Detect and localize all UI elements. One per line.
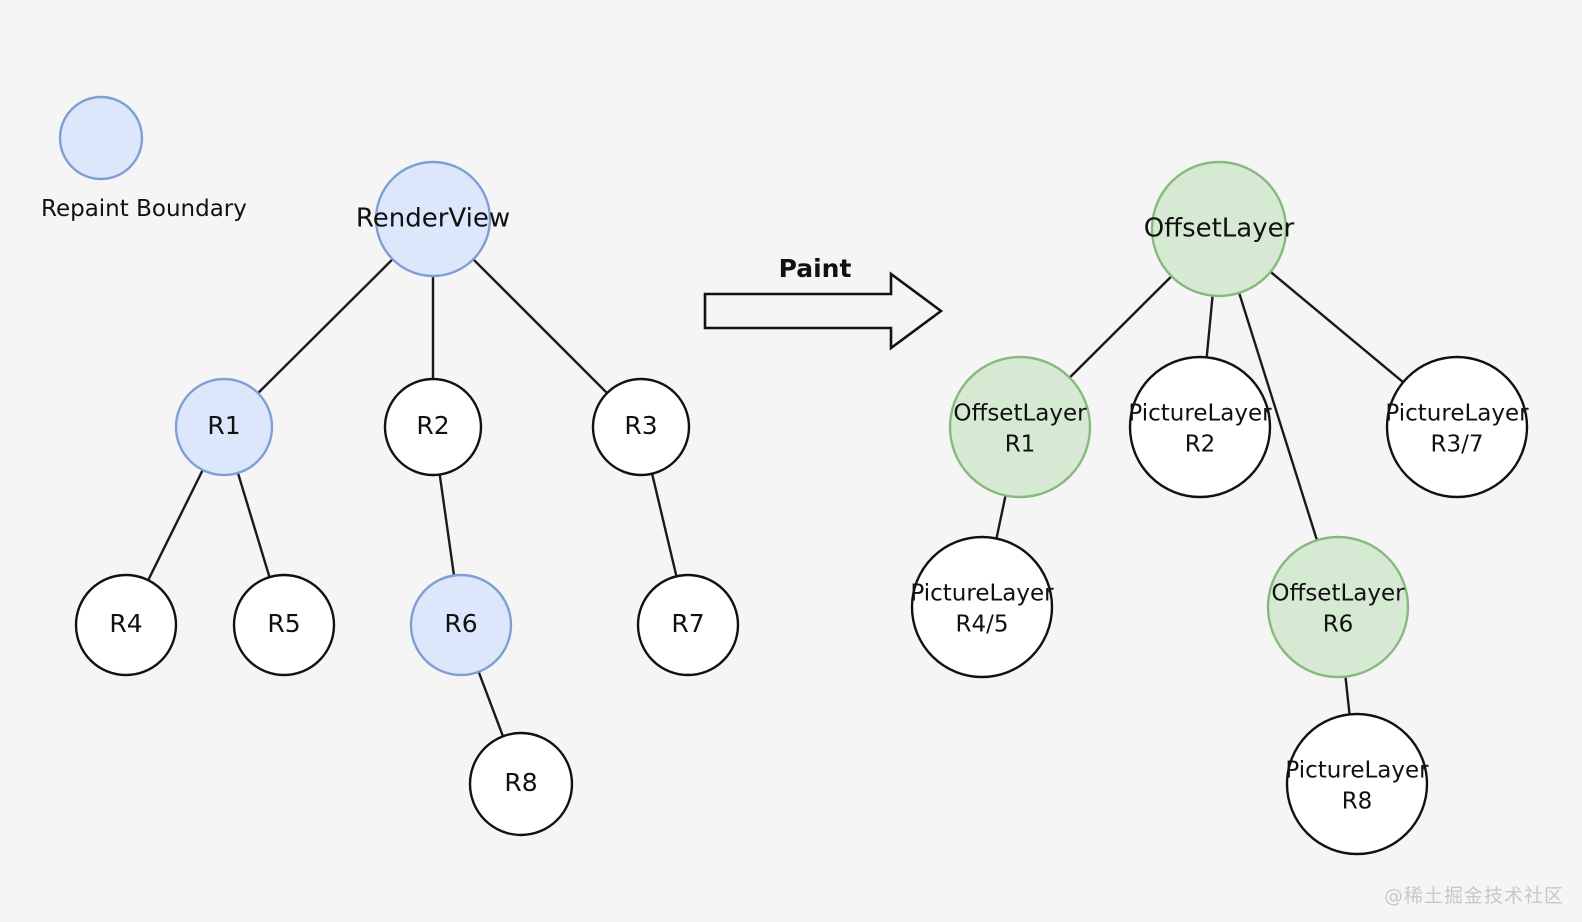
- node-circle-r6: [409, 573, 513, 677]
- node-r7[interactable]: R7: [636, 573, 740, 677]
- legend-label: Repaint Boundary: [41, 196, 247, 222]
- node-label-r5: R5: [267, 609, 300, 638]
- node-label-picturelayer-r2-line2: R2: [1185, 432, 1216, 458]
- node-r2[interactable]: R2: [383, 377, 483, 477]
- edge-offsetlayer-r6-to-picturelayer-r8: [1344, 675, 1351, 716]
- node-circle-r2: [383, 377, 483, 477]
- paint-arrow-icon: [703, 271, 944, 351]
- node-label-picturelayer-r37-line1: PictureLayer: [1385, 401, 1529, 427]
- node-circle-r5: [232, 573, 336, 677]
- node-label-offsetlayer-r1-line2: R1: [1005, 432, 1036, 458]
- watermark: @稀土掘金技术社区: [1383, 885, 1564, 907]
- edge-offsetlayer-root-to-picturelayer-r37: [1269, 270, 1405, 384]
- edge-r1-to-r5: [236, 471, 271, 579]
- node-r3[interactable]: R3: [591, 377, 691, 477]
- node-circle-r8: [468, 731, 574, 837]
- node-circle-renderview: [374, 160, 492, 278]
- node-label-offsetlayer-r1-line1: OffsetLayer: [953, 401, 1087, 427]
- node-label-picturelayer-r45-line2: R4/5: [956, 612, 1009, 638]
- node-label-picturelayer-r37-line2: R3/7: [1431, 432, 1484, 458]
- node-label-offsetlayer-root: OffsetLayer: [1144, 214, 1295, 244]
- node-r6[interactable]: R6: [409, 573, 513, 677]
- node-label-picturelayer-r8-line1: PictureLayer: [1285, 758, 1429, 784]
- edge-offsetlayer-r1-to-picturelayer-r45: [995, 494, 1007, 540]
- node-label-r4: R4: [109, 609, 142, 638]
- node-label-offsetlayer-r6-line1: OffsetLayer: [1271, 581, 1405, 607]
- node-label-renderview: RenderView: [356, 204, 510, 234]
- node-label-r6: R6: [444, 609, 477, 638]
- node-circle-r7: [636, 573, 740, 677]
- node-circle-r4: [74, 573, 178, 677]
- node-circle-offsetlayer-r1: [948, 355, 1092, 499]
- node-label-picturelayer-r8-line2: R8: [1342, 789, 1373, 815]
- node-offsetlayer-root[interactable]: OffsetLayer: [1144, 160, 1295, 298]
- edge-r2-to-r6: [438, 473, 456, 577]
- node-circle-picturelayer-r45: [910, 535, 1054, 679]
- edge-offsetlayer-root-to-offsetlayer-r1: [1068, 275, 1173, 379]
- paint-transition: Paint: [703, 254, 944, 351]
- edge-r6-to-r8: [477, 670, 505, 738]
- node-label-r1: R1: [207, 411, 240, 440]
- node-circle-r1: [174, 377, 274, 477]
- node-r1[interactable]: R1: [174, 377, 274, 477]
- node-label-picturelayer-r2-line1: PictureLayer: [1128, 401, 1272, 427]
- node-r4[interactable]: R4: [74, 573, 178, 677]
- node-label-r7: R7: [671, 609, 704, 638]
- repaint-boundary-swatch: [58, 95, 144, 181]
- node-label-picturelayer-r45-line1: PictureLayer: [910, 581, 1054, 607]
- node-r8[interactable]: R8: [468, 731, 574, 837]
- edge-renderview-to-r1: [256, 258, 394, 395]
- edge-r3-to-r7: [650, 472, 678, 578]
- edge-offsetlayer-root-to-offsetlayer-r6: [1237, 291, 1319, 542]
- node-label-offsetlayer-r6-line2: R6: [1323, 612, 1354, 638]
- node-renderview[interactable]: RenderView: [356, 160, 510, 278]
- paint-label: Paint: [779, 254, 852, 283]
- node-circle-picturelayer-r8: [1285, 712, 1429, 856]
- edge-r1-to-r4: [146, 468, 204, 582]
- edge-offsetlayer-root-to-picturelayer-r2: [1205, 294, 1214, 359]
- node-circle-offsetlayer-r6: [1266, 535, 1410, 679]
- node-circle-r3: [591, 377, 691, 477]
- node-circle-picturelayer-r2: [1128, 355, 1272, 499]
- node-circle-picturelayer-r37: [1385, 355, 1529, 499]
- node-label-r2: R2: [416, 411, 449, 440]
- node-label-r8: R8: [504, 768, 537, 797]
- edges-layer: [146, 258, 1405, 738]
- edge-renderview-to-r3: [472, 258, 609, 395]
- node-circle-offsetlayer-root: [1150, 160, 1288, 298]
- legend: Repaint Boundary: [41, 95, 247, 222]
- node-r5[interactable]: R5: [232, 573, 336, 677]
- node-label-r3: R3: [624, 411, 657, 440]
